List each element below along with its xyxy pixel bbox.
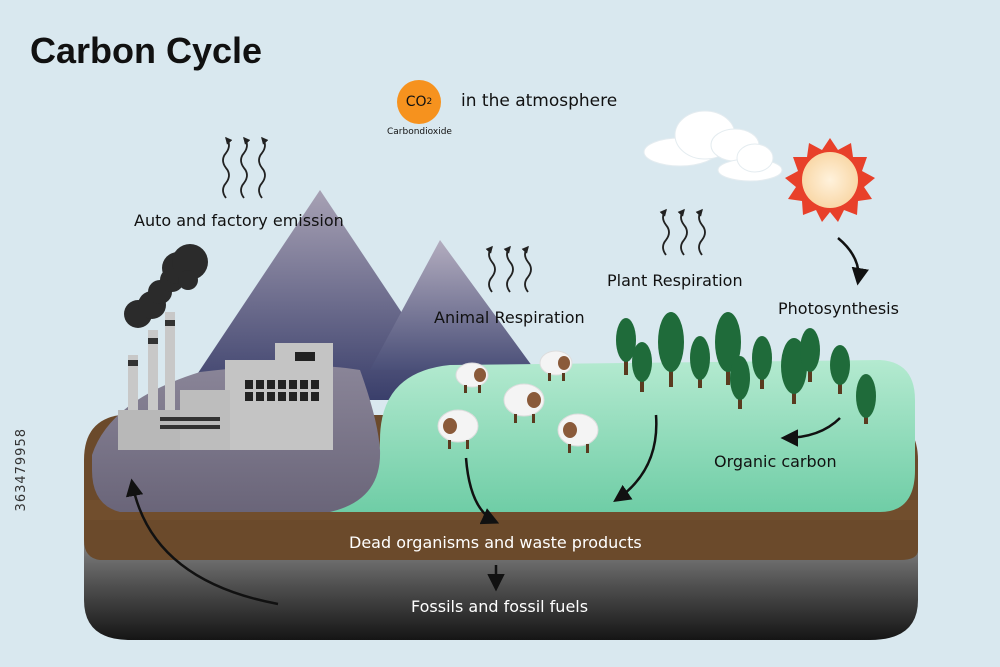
animal-respiration-label: Animal Respiration [434, 308, 585, 327]
sun-icon [785, 138, 875, 222]
sheep-icon [437, 350, 599, 453]
smoke-icon [124, 244, 208, 328]
animal-respiration-waves-icon [485, 245, 532, 293]
stock-id: 363479958 [14, 428, 29, 512]
page-title: Carbon Cycle [30, 30, 263, 71]
co2-subscript: 2 [426, 97, 433, 107]
mountain-small [370, 240, 535, 370]
factory-icon [118, 312, 333, 450]
photosynthesis-arrow [837, 237, 869, 286]
plant-to-dead-arrow [613, 414, 658, 502]
atmosphere-label: in the atmosphere [461, 91, 618, 111]
grass-field [300, 360, 915, 512]
photosynthesis-label: Photosynthesis [778, 299, 899, 318]
emission-waves-icon [222, 136, 269, 199]
co2-symbol: CO [405, 94, 427, 110]
cloud-icon [643, 110, 783, 182]
organic-carbon-arrow [780, 417, 841, 447]
dead-organisms-label: Dead organisms and waste products [349, 533, 642, 552]
plant-respiration-waves-icon [659, 208, 706, 256]
plant-respiration-label: Plant Respiration [607, 271, 743, 290]
emission-label: Auto and factory emission [134, 211, 344, 230]
co2-caption: Carbondioxide [387, 127, 452, 137]
trees-icon [616, 312, 876, 424]
fossils-label: Fossils and fossil fuels [411, 597, 589, 616]
organic-carbon-label: Organic carbon [714, 452, 837, 471]
fossils-to-factory-arrow [125, 478, 279, 606]
animal-to-dead-arrow [464, 457, 500, 525]
